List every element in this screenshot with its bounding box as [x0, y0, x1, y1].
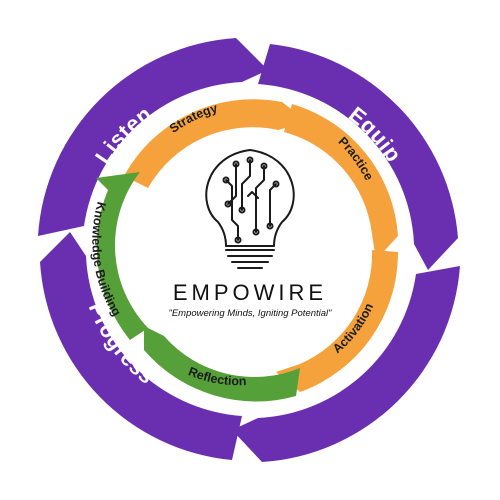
- inner-ring: [96, 99, 399, 402]
- equip-segment: [258, 44, 458, 270]
- brand-name: EMPOWIRE: [173, 280, 327, 305]
- reflection-segment: [144, 326, 300, 402]
- outer-ring: [38, 38, 460, 462]
- practice-segment: [284, 104, 398, 260]
- activate-segment: [232, 266, 460, 462]
- knowledge-building-segment: [96, 172, 148, 340]
- progress-segment: [40, 232, 242, 460]
- lightbulb-circuit-icon: [205, 149, 295, 269]
- brand-tagline: "Empowering Minds, Igniting Potential": [168, 308, 332, 319]
- listen-segment: [38, 38, 268, 236]
- strategy-segment: [124, 99, 308, 188]
